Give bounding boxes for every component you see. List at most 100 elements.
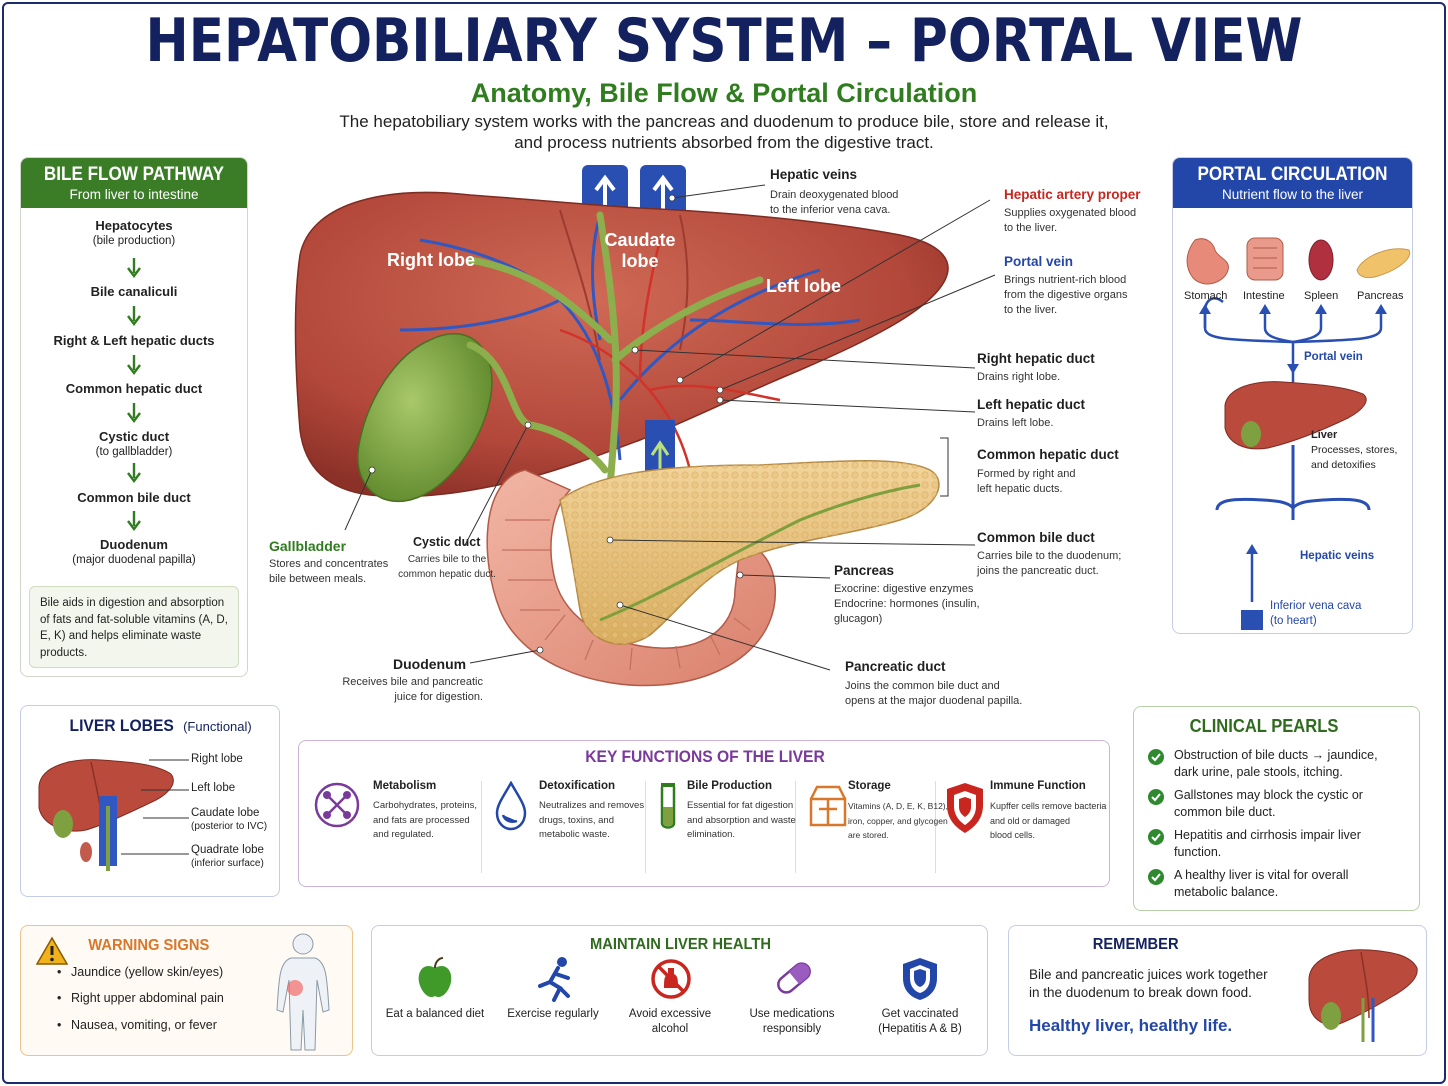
bile-flow-panel: BILE FLOW PATHWAY From liver to intestin…	[20, 157, 248, 677]
right-hepatic-duct-desc: Drains right lobe.	[977, 371, 1061, 383]
arrow-up-icon	[1199, 304, 1387, 314]
bile-flow-note: Bile aids in digestion and absorption of…	[29, 586, 239, 668]
left-lobe-label: Left lobe	[766, 276, 841, 296]
pill-icon	[777, 962, 811, 994]
bile-step-common-bile: Common bile duct	[77, 490, 191, 505]
metabolism-icon	[314, 782, 360, 828]
droplet-icon	[495, 781, 527, 831]
portal-title: PORTAL CIRCULATION	[1197, 164, 1388, 185]
warning-item: •Right upper abdominal pain	[57, 991, 224, 1005]
hepatic-vein-lines	[1215, 445, 1371, 520]
liver-lobes-diagram	[38, 759, 174, 871]
left-hepatic-duct-desc: Drains left lobe.	[977, 417, 1054, 429]
divider	[795, 781, 796, 873]
leader-lines	[344, 184, 996, 671]
organ-label-intestine: Intestine	[1243, 290, 1285, 302]
function-title-detox: Detoxification	[539, 780, 616, 792]
check-icon	[1148, 829, 1164, 845]
cystic-duct-title: Cystic duct	[413, 535, 481, 549]
gallbladder-title: Gallbladder	[269, 538, 347, 554]
storage-box-icon	[809, 785, 847, 827]
clinical-pearls-panel: CLINICAL PEARLS Obstruction of bile duct…	[1133, 706, 1420, 911]
lobe-item-quadrate: Quadrate lobe(inferior surface)	[191, 844, 264, 869]
lobe-item-left: Left lobe	[191, 782, 236, 794]
function-title-metabolism: Metabolism	[373, 780, 437, 792]
hepatic-artery-branches	[559, 239, 781, 471]
pearl-item: Hepatitis and cirrhosis impair liver fun…	[1174, 828, 1361, 859]
page-title: HEPATOBILIARY SYSTEM – PORTAL VIEW	[145, 6, 1303, 76]
portal-subtitle: Nutrient flow to the liver	[1221, 187, 1364, 202]
hepatobiliary-diagram	[294, 165, 996, 687]
common-bile-duct-title: Common bile duct	[977, 530, 1095, 545]
arrow-down-icon	[127, 403, 141, 423]
arrow-up-icon	[1246, 544, 1258, 554]
health-item-vaccine: Get vaccinated(Hepatitis A & B)	[878, 1008, 962, 1035]
left-hepatic-duct-title: Left hepatic duct	[977, 397, 1086, 412]
function-desc-metabolism: Carbohydrates, proteins,and fats are pro…	[373, 800, 478, 840]
bile-step-hepatic-ducts: Right & Left hepatic ducts	[53, 333, 215, 348]
bile-flow-header: BILE FLOW PATHWAY From liver to intestin…	[21, 158, 247, 208]
organ-label-stomach: Stomach	[1184, 290, 1228, 302]
portal-circulation-panel: PORTAL CIRCULATION Nutrient flow to the …	[1172, 157, 1413, 634]
remember-text: Bile and pancreatic juices work together…	[1029, 967, 1268, 1000]
arrow-down-icon	[127, 355, 141, 375]
apple-icon	[418, 957, 452, 998]
function-title-bile: Bile Production	[687, 780, 772, 792]
warning-signs-panel: WARNING SIGNS •Jaundice (yellow skin/eye…	[20, 925, 353, 1056]
pearl-item: A healthy liver is vital for overall met…	[1174, 868, 1349, 899]
pancreatic-duct-title: Pancreatic duct	[845, 659, 946, 674]
lobe-leader-lines	[121, 759, 189, 855]
function-title-immune: Immune Function	[990, 780, 1086, 792]
liver-label: Liver Processes, stores, and detoxifies	[1311, 429, 1398, 471]
portal-header: PORTAL CIRCULATION Nutrient flow to the …	[1173, 158, 1412, 208]
hepatic-veins-label: Hepatic veins	[1300, 550, 1375, 562]
pancreatic-duct	[599, 483, 921, 622]
health-item-exercise: Exercise regularly	[507, 1008, 599, 1020]
ivc-label: Inferior vena cava(to heart)	[1270, 600, 1362, 627]
hepatic-veins-title: Hepatic veins	[770, 167, 858, 182]
spleen-icon	[1308, 239, 1334, 281]
warning-title: WARNING SIGNS	[88, 937, 210, 954]
key-functions-title: KEY FUNCTIONS OF THE LIVER	[585, 747, 825, 766]
human-body-icon	[276, 933, 330, 1051]
arrow-down-icon	[127, 306, 141, 326]
no-alcohol-icon	[651, 959, 691, 999]
lobe-division	[679, 214, 689, 351]
pearl-item: Gallstones may block the cystic or commo…	[1174, 788, 1363, 819]
divider	[935, 781, 936, 873]
intro-text: The hepatobiliary system works with the …	[324, 111, 1124, 153]
remember-title: REMEMBER	[1092, 936, 1179, 953]
intro-line-1: The hepatobiliary system works with the …	[339, 112, 1109, 131]
ivc-icon	[1241, 610, 1263, 630]
check-icon	[1148, 749, 1164, 765]
function-desc-storage: Vitamins (A, D, E, K, B12),iron, copper,…	[848, 801, 948, 840]
check-icon	[1148, 789, 1164, 805]
portal-flow-diagram	[1186, 237, 1411, 630]
pancreas-icon	[1356, 248, 1411, 279]
health-item-diet: Eat a balanced diet	[385, 1008, 485, 1020]
right-lobe-label: Right lobe	[387, 250, 475, 270]
test-tube-icon	[660, 783, 676, 829]
pancreas-texture	[560, 460, 939, 645]
bile-step-canaliculi: Bile canaliculi	[90, 284, 178, 299]
portal-vein-title: Portal vein	[1004, 254, 1074, 269]
shield-icon	[903, 958, 937, 1000]
clinical-pearls-title: CLINICAL PEARLS	[1189, 716, 1339, 736]
bile-step-common-hepatic: Common hepatic duct	[65, 381, 203, 396]
intro-line-2: and process nutrients absorbed from the …	[514, 133, 934, 152]
arrow-down-icon	[1287, 364, 1299, 374]
organ-label-pancreas: Pancreas	[1357, 290, 1404, 302]
common-hepatic-duct-title: Common hepatic duct	[977, 447, 1119, 462]
